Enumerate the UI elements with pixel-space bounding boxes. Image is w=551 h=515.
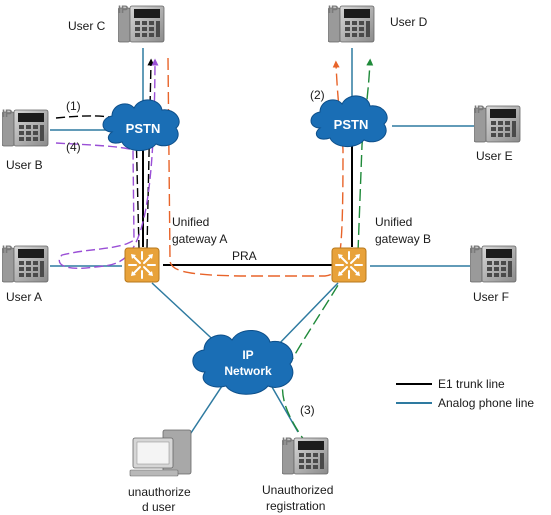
label-step-4: (4) [66, 140, 81, 154]
label-unauth-user-2: d user [142, 500, 175, 514]
ip-badge: IP [2, 108, 12, 120]
label-user-b: User B [6, 158, 43, 172]
pstn-cloud-right: PSTN [310, 95, 388, 147]
label-unauth-reg-1: Unauthorized [262, 483, 333, 497]
path-black-up [146, 58, 155, 249]
label-user-a: User A [6, 290, 42, 304]
label-step-2: (2) [310, 88, 325, 102]
phone-unauthorized-registration: IP [282, 436, 329, 475]
e1-lines [142, 142, 353, 266]
line-gwA-ip [151, 282, 223, 349]
label-unauth-user-1: unauthorize [128, 485, 191, 499]
path-step4 [55, 58, 159, 269]
pstn-left-label: PSTN [126, 121, 161, 136]
pc-keyboard-icon [129, 469, 179, 477]
gateway-a-icon [124, 247, 160, 283]
label-gateway-b-2: gateway B [375, 232, 431, 246]
legend-e1-label: E1 trunk line [438, 377, 505, 391]
pstn-cloud-left: PSTN [102, 99, 180, 151]
label-user-d: User D [390, 15, 428, 29]
pc-unauthorized-user [129, 429, 192, 477]
legend-analog-label: Analog phone line [438, 396, 534, 410]
phone-user-f: IP [470, 244, 517, 283]
label-gateway-b-1: Unified [375, 215, 412, 229]
ip-badge: IP [2, 244, 12, 256]
ip-network-cloud: IP Network [192, 330, 294, 395]
ip-badge: IP [474, 104, 484, 116]
phone-user-b: IP [2, 108, 49, 147]
ip-network-label-2: Network [224, 364, 272, 378]
ip-badge: IP [470, 244, 480, 256]
label-step-3: (3) [300, 403, 315, 417]
ip-badge: IP [118, 4, 128, 16]
ip-network-label-1: IP [242, 348, 253, 362]
line-gwB-ip [274, 282, 339, 349]
label-step-1: (1) [66, 99, 81, 113]
ip-badge: IP [328, 4, 338, 16]
phone-user-c: IP [118, 4, 165, 43]
label-user-e: User E [476, 149, 513, 163]
labels: User C User D User B User E User A User … [6, 15, 513, 514]
pstn-right-label: PSTN [334, 117, 369, 132]
ip-badge: IP [282, 436, 292, 448]
label-user-f: User F [473, 290, 509, 304]
legend: E1 trunk line Analog phone line [396, 377, 534, 410]
phone-user-a: IP [2, 244, 49, 283]
label-user-c: User C [68, 19, 106, 33]
label-unauth-reg-2: registration [266, 499, 325, 513]
gateway-a [124, 247, 160, 283]
label-pra: PRA [232, 249, 257, 263]
label-gateway-a-1: Unified [172, 215, 209, 229]
phone-user-e: IP [474, 104, 521, 143]
gateway-b [331, 247, 367, 283]
gateway-b-icon [331, 247, 367, 283]
label-gateway-a-2: gateway A [172, 232, 227, 246]
phone-user-d: IP [328, 4, 375, 43]
